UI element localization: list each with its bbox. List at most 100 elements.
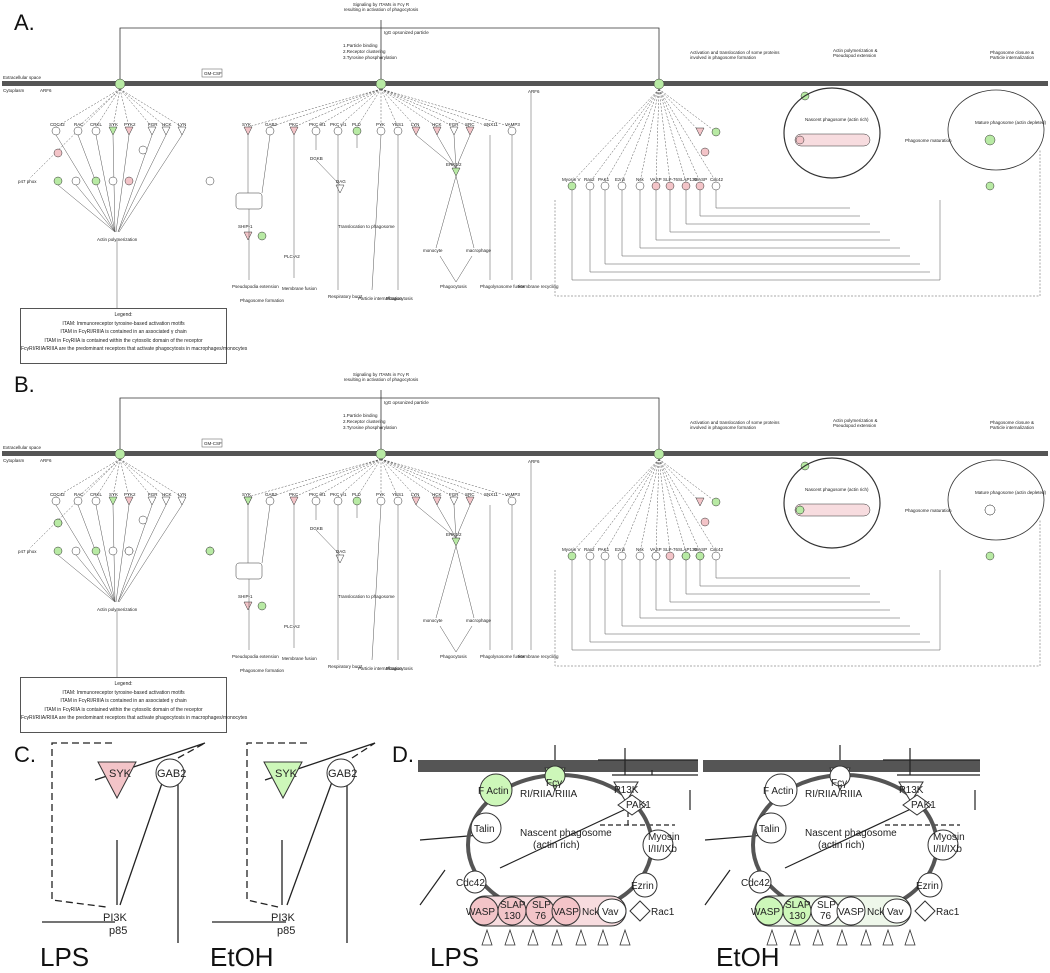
svg-text:Cdc42: Cdc42	[456, 878, 485, 889]
condition-d-etoh: EtOH	[716, 942, 780, 972]
svg-text:(actin rich): (actin rich)	[533, 840, 580, 851]
extracellular-label: Extracellular space	[3, 75, 42, 80]
svg-text:Phagocytosis: Phagocytosis	[386, 296, 414, 301]
svg-text:F Actin: F Actin	[763, 786, 794, 797]
svg-text:YES1: YES1	[392, 122, 404, 127]
svg-text:RI/RIIA/RIIIA: RI/RIIA/RIIIA	[520, 789, 578, 800]
svg-text:FGR: FGR	[148, 122, 158, 127]
right-title-2: involved in phagosome formation	[690, 55, 757, 60]
svg-text:WASP: WASP	[751, 907, 780, 918]
svg-text:SYK: SYK	[275, 768, 298, 780]
svg-text:SLP: SLP	[817, 900, 836, 911]
svg-text:WASP: WASP	[694, 177, 707, 182]
panel-d-left	[418, 745, 698, 946]
svg-text:Rac1: Rac1	[936, 907, 960, 918]
panel-label-b: B.	[14, 372, 35, 397]
svg-text:LYN: LYN	[178, 122, 186, 127]
gab2-node-lps	[155, 758, 185, 788]
svg-text:PYK2: PYK2	[124, 122, 136, 127]
svg-text:macrophage: macrophage	[466, 248, 492, 253]
svg-text:SYK: SYK	[109, 768, 132, 780]
svg-text:RAC: RAC	[74, 122, 84, 127]
svg-text:Mature phagosome (actin deplet: Mature phagosome (actin depleted)	[975, 120, 1047, 125]
svg-text:p47 phox: p47 phox	[18, 179, 37, 184]
svg-text:VAMP3: VAMP3	[505, 122, 520, 127]
panel-label-a: A.	[14, 10, 35, 35]
svg-text:FGR: FGR	[449, 122, 459, 127]
pseudopodia-label: Pseudopodia extension	[232, 284, 279, 289]
svg-text:130: 130	[504, 911, 521, 922]
panel-label-c: C.	[14, 742, 36, 767]
svg-text:P13K: P13K	[899, 785, 924, 796]
fc-receptor-3	[653, 78, 665, 90]
svg-text:CRKL: CRKL	[90, 122, 103, 127]
svg-text:VASP: VASP	[553, 907, 579, 918]
svg-text:SLAP: SLAP	[785, 900, 811, 911]
svg-text:SLP-76: SLP-76	[663, 177, 679, 182]
svg-text:Cdc42: Cdc42	[741, 878, 770, 889]
syk-node-etoh	[263, 761, 303, 800]
condition-d-lps: LPS	[430, 942, 480, 972]
step-1: 1.Particle binding	[343, 43, 378, 48]
svg-text:PLC-A2: PLC-A2	[284, 254, 300, 259]
svg-text:SYK: SYK	[242, 122, 251, 127]
svg-text:VASP: VASP	[650, 177, 662, 182]
svg-text:SRC: SRC	[465, 122, 475, 127]
svg-text:PAK1: PAK1	[911, 800, 936, 811]
condition-c-lps: LPS	[40, 942, 90, 972]
svg-text:PKC γ/1: PKC γ/1	[330, 122, 347, 127]
igg-particle-label: IgG opsonized particle	[384, 30, 429, 35]
svg-text:Phagolysosome fusion: Phagolysosome fusion	[480, 284, 526, 289]
svg-text:monocyte: monocyte	[423, 248, 443, 253]
svg-text:Translocation to phagosome: Translocation to phagosome	[338, 224, 395, 229]
svg-text:76: 76	[535, 911, 547, 922]
svg-text:p85: p85	[277, 925, 295, 937]
svg-text:PI3K: PI3K	[271, 912, 296, 924]
svg-text:Membrane fusion: Membrane fusion	[282, 286, 317, 291]
svg-text:Phagosome maturation: Phagosome maturation	[905, 138, 952, 143]
svg-text:PAK1: PAK1	[598, 177, 610, 182]
svg-text:VASP: VASP	[838, 907, 864, 918]
svg-text:p85: p85	[109, 925, 127, 937]
svg-text:Myosin V: Myosin V	[562, 177, 581, 182]
panel-d-right-labels: Fcγ RI/RIIA/RIIIA F Actin P13K PAK1 Tali…	[741, 778, 965, 922]
svg-text:ERK1/2: ERK1/2	[446, 162, 462, 167]
actin-polymerization-label: Actin polymerization	[97, 237, 138, 242]
svg-text:Nck: Nck	[867, 907, 885, 918]
svg-text:(actin rich): (actin rich)	[818, 840, 865, 851]
pathway-panel-b	[1, 371, 1049, 690]
actin-poly-title-2: Pseudopod extension	[833, 53, 877, 58]
svg-text:RI/RIIA/RIIIA: RI/RIIA/RIIIA	[805, 789, 863, 800]
legend-a: Legend: ITAM: Immunoreceptor tyrosine-ba…	[20, 308, 247, 364]
svg-text:DGKB: DGKB	[310, 156, 323, 161]
svg-text:WASP: WASP	[466, 907, 495, 918]
svg-text:ARF6: ARF6	[528, 89, 540, 94]
fc-receptor-2	[375, 78, 387, 90]
pathway-title-1: Signaling by ITAMs in Fcγ R	[353, 2, 410, 7]
svg-text:SYK: SYK	[109, 122, 118, 127]
svg-text:I/II/IXb: I/II/IXb	[933, 844, 962, 855]
svg-text:Fcγ: Fcγ	[546, 778, 562, 789]
svg-text:Talin: Talin	[474, 824, 495, 835]
svg-text:SLP: SLP	[532, 900, 551, 911]
svg-text:Talin: Talin	[759, 824, 780, 835]
svg-text:Rac2: Rac2	[584, 177, 595, 182]
right-title-1: Activation and translocation of some pro…	[690, 50, 780, 55]
svg-text:P13K: P13K	[614, 785, 639, 796]
plasma-membrane	[2, 81, 1048, 86]
svg-text:Nascent phagosome (actin rich): Nascent phagosome (actin rich)	[805, 117, 869, 122]
pathway-panel-a: Signaling by ITAMs in Fcγ R resulting in…	[2, 2, 1048, 319]
panel-d-left-labels: Fcγ RI/RIIA/RIIIA F Actin P13K PAK1 Tali…	[456, 778, 680, 922]
svg-text:Phagosome formation: Phagosome formation	[240, 298, 285, 303]
svg-text:DAG: DAG	[336, 179, 346, 184]
panel-d-right	[703, 745, 980, 946]
svg-text:Vav: Vav	[887, 907, 904, 918]
closure-title-2: Particle internalization	[990, 55, 1035, 60]
svg-text:SHIP-1: SHIP-1	[238, 224, 253, 229]
panel-c-zoom	[42, 742, 376, 943]
svg-text:Nck: Nck	[636, 177, 644, 182]
svg-text:Ezrin: Ezrin	[916, 881, 939, 892]
svg-text:76: 76	[820, 911, 832, 922]
step-2: 2.Receptor clustering	[343, 49, 386, 54]
